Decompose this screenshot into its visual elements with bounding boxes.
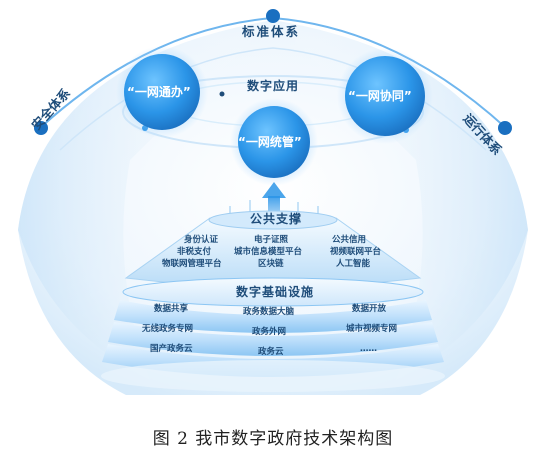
support-item: 人工智能 [336,259,371,269]
infrastructure-title: 数字基础设施 [236,285,315,299]
support-item: 视频联网平台 [330,247,382,257]
bubble-left-label: “一网通办” [127,85,191,99]
bubble-center-label: “一网统管” [238,135,302,149]
infra-item: 城市视频专网 [346,324,398,334]
frame-dot-top [266,9,280,23]
arrow-head [262,182,286,198]
left-side-shade [18,20,273,380]
infra-band-top [122,277,424,307]
support-item: 城市信息模型平台 [234,247,303,257]
public-support-title: 公共支撑 [250,212,303,226]
infra-item: 数据共享 [154,304,189,314]
infra-item: 数据开放 [352,304,387,314]
bubble-right-label: “一网协同” [348,89,412,103]
bubble-left [124,54,200,130]
infra-item: 政务云 [258,347,284,357]
infra-band-1 [114,300,432,333]
standard-system-label: 标准体系 [242,24,301,39]
figure-caption: 图 2 我市数字政府技术架构图 [152,429,394,449]
infra-item: …… [360,344,377,354]
support-item: 区块链 [258,259,284,269]
bubble-right [345,56,425,136]
support-top [208,210,338,230]
infra-band-2 [108,322,438,356]
digital-application-title: 数字应用 [247,79,300,93]
right-side-shade [273,20,528,380]
frame-dot-right [498,121,512,135]
infra-item: 国产政务云 [150,344,193,354]
bubble-center [238,106,310,178]
support-item: 物联网管理平台 [162,259,222,269]
frame-dot-left [34,121,48,135]
infra-item: 政务外网 [252,327,287,337]
infra-item: 无线政务专网 [142,324,194,334]
support-item: 公共信用 [332,235,367,245]
infra-item: 政务数据大脑 [243,307,295,317]
ring-dot-mid [219,91,225,97]
infra-band-base [101,360,445,392]
support-item: 电子证照 [254,235,289,245]
support-item: 身份认证 [184,235,219,245]
support-item: 非税支付 [177,247,212,257]
